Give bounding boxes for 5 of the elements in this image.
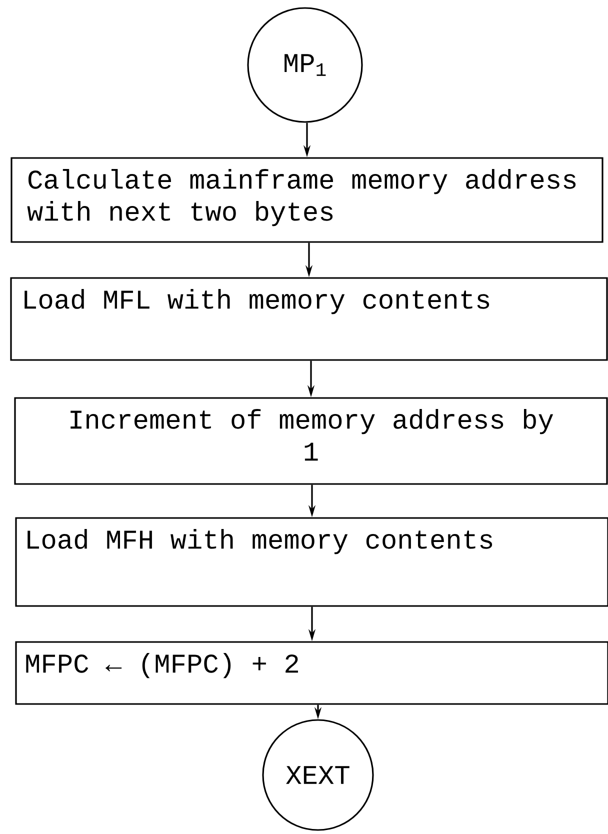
- process-box: Load MFL with memory contents: [10, 277, 608, 361]
- process-box: Calculate mainframe memory address with next two bytes: [10, 157, 604, 243]
- process-box: Increment of memory address by 1: [14, 397, 608, 485]
- process-box: MFPC ← (MFPC) + 2: [15, 641, 608, 705]
- process-box: Load MFH with memory contents: [15, 517, 608, 607]
